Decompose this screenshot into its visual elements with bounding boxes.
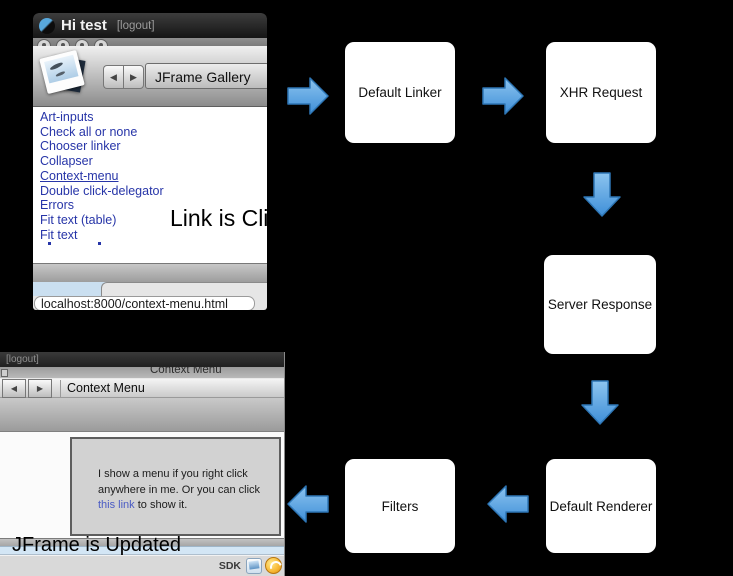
context-page-title-strip: Context Menu [0,367,284,378]
back-button[interactable]: ◀ [2,378,26,398]
demo-line: this link to show it. [98,499,188,511]
gallery-app-title: Hi test [61,17,107,34]
this-link[interactable]: this link [98,499,135,511]
gallery-link[interactable]: Art-inputs [40,110,94,124]
gallery-status-strip [33,282,267,296]
window-badge-icon [75,39,89,46]
flow-box-filters: Filters [345,459,455,553]
forward-button[interactable]: ▶ [28,378,52,398]
link-clicked-annotation: Link is Click [170,205,267,231]
gallery-nav: ◀ ▶ [103,65,144,89]
gallery-bottom-chrome [33,263,267,282]
sdk-label: SDK [218,559,241,572]
gallery-link[interactable]: Collapser [40,154,93,169]
window-badge-icon [37,39,51,46]
arrow-left-icon [287,485,329,523]
context-toolbar-title: Context Menu [67,381,145,395]
toolbar-divider [60,379,61,397]
arrow-down-icon [581,380,619,425]
window-badge-icon [56,39,70,46]
swirl-app-icon[interactable] [265,557,284,575]
gallery-title-field: JFrame Gallery [145,63,267,89]
context-toolbar: ◀ ▶ Context Menu [0,378,284,398]
window-icon-fragment [1,369,8,377]
context-subtoolbar [0,398,284,432]
gallery-link[interactable]: Double click-delegator [40,183,164,198]
context-logout-bar: [logout] [0,352,284,367]
context-bottom-chrome [0,538,284,546]
window-badge-icon [94,39,108,46]
context-demo-box[interactable]: I show a menu if you right click anywher… [70,437,281,536]
context-statusbar: SDK [0,555,284,576]
arrow-right-icon [287,77,329,115]
gallery-window: Hi test [logout] ◀ ▶ JFrame Gallery Art-… [33,13,267,310]
flow-box-default-renderer: Default Renderer [546,459,656,553]
gallery-link[interactable]: Check all or none [40,124,138,139]
photo-gallery-icon [37,48,93,104]
demo-line: I show a menu if you right click [98,468,248,480]
url-field[interactable]: localhost:8000/context-menu.html [34,296,255,310]
forward-button[interactable]: ▶ [123,65,144,89]
jframe-updated-annotation: JFrame is Updated [12,534,181,556]
gallery-link[interactable]: Errors [40,198,75,213]
gallery-logout-link[interactable]: [logout] [116,19,155,32]
gallery-toolbar: ◀ ▶ JFrame Gallery [33,46,267,107]
context-status-strip [0,546,284,555]
gallery-link[interactable]: Context-menu [40,168,119,183]
context-logout-link[interactable]: [logout] [6,354,39,365]
arrow-left-icon [487,485,529,523]
arrow-down-icon [583,172,621,217]
gallery-url-row: localhost:8000/context-menu.html [33,296,267,310]
gallery-link-clipped [40,242,267,246]
context-content: I show a menu if you right click anywher… [0,432,284,538]
back-button[interactable]: ◀ [103,65,123,89]
flow-box-server-response: Server Response [544,255,656,354]
window-badge-strip [33,38,267,46]
context-page-title: Context Menu [150,367,222,376]
site-logo-icon [39,17,55,34]
flow-box-default-linker: Default Linker [345,42,455,143]
demo-line: anywhere in me. Or you can click [98,483,261,496]
gallery-titlebar: Hi test [logout] [33,13,267,38]
photos-app-icon[interactable] [246,557,262,574]
gallery-link[interactable]: Chooser linker [40,139,121,154]
flow-box-xhr-request: XHR Request [546,42,656,143]
gallery-link[interactable]: Fit text (table) [40,212,117,227]
gallery-link[interactable]: Fit text [40,227,78,242]
arrow-right-icon [482,77,524,115]
context-window: [logout] Context Menu ◀ ▶ Context Menu I… [0,352,285,576]
gallery-status-tab [101,282,267,296]
